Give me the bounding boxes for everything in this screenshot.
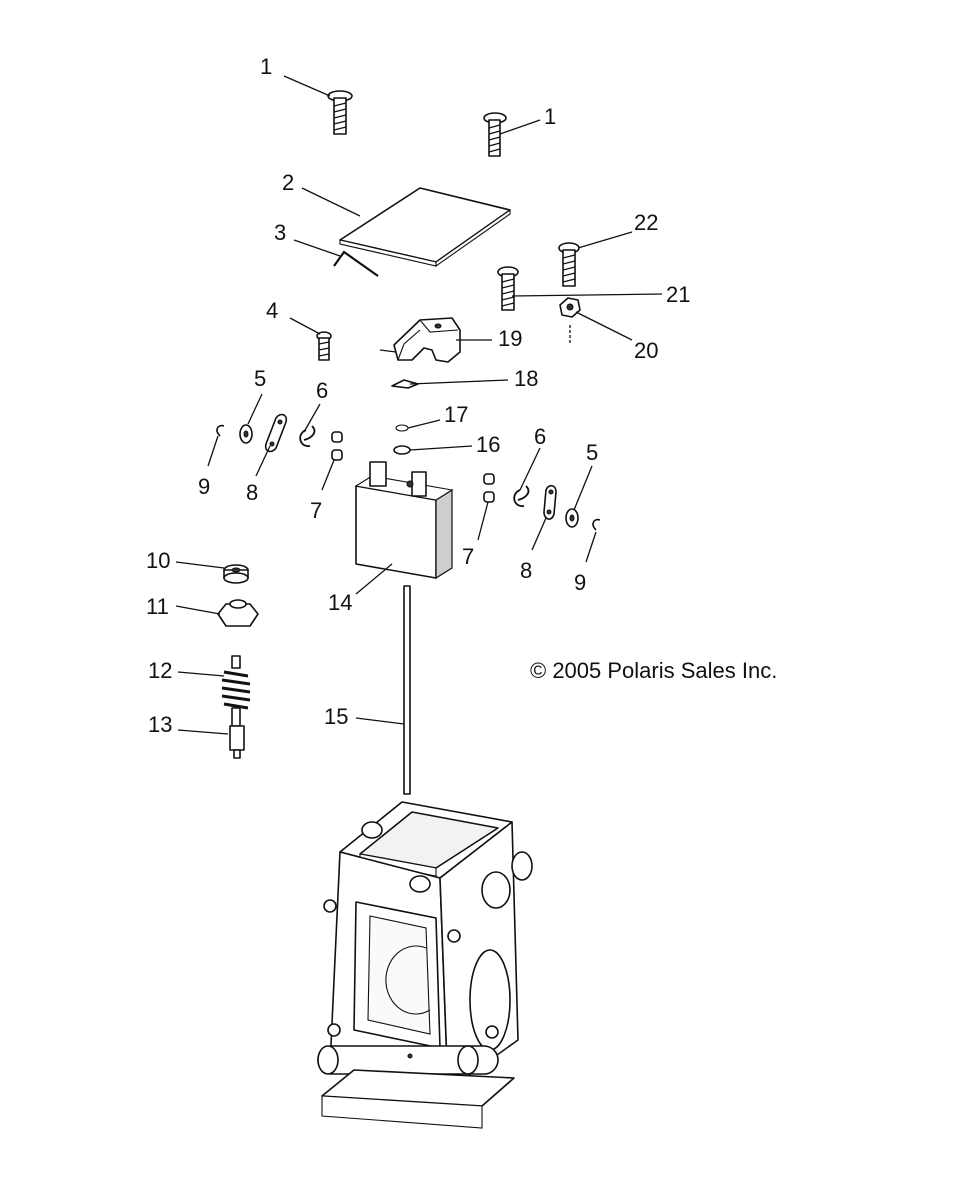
part-link-8-right	[543, 484, 557, 520]
callout-19: 19	[498, 326, 522, 351]
callout-13: 13	[148, 712, 172, 737]
part-plunger-13	[229, 725, 245, 759]
part-eclip-9-right	[592, 518, 601, 531]
callout-8-left: 8	[246, 480, 258, 505]
callout-7-right: 7	[462, 544, 474, 569]
part-screw-1a	[327, 90, 353, 135]
part-screw-22	[558, 242, 580, 287]
copyright-notice: © 2005 Polaris Sales Inc.	[530, 658, 777, 683]
part-cap-nut-11	[217, 599, 259, 627]
callout-12: 12	[148, 658, 172, 683]
callout-14: 14	[328, 590, 352, 615]
callout-9-right: 9	[574, 570, 586, 595]
part-spring-clip-6-left	[299, 425, 316, 447]
part-bushing-7-left	[331, 431, 343, 461]
callout-11: 11	[146, 594, 169, 619]
part-spring-12	[221, 655, 251, 727]
part-screw-21	[497, 266, 519, 311]
leader-lines	[175, 75, 663, 735]
callout-4: 4	[266, 298, 278, 323]
part-washer-5-left	[239, 424, 253, 444]
callout-6-left: 6	[316, 378, 328, 403]
callout-6-right: 6	[534, 424, 546, 449]
callout-5-left: 5	[254, 366, 266, 391]
callout-18: 18	[514, 366, 538, 391]
part-lever-bracket-19	[379, 317, 461, 363]
part-throttle-slide-14	[354, 461, 454, 580]
part-oring-17	[395, 424, 409, 432]
callout-16: 16	[476, 432, 500, 457]
part-carburetor-body	[317, 801, 533, 1129]
callout-20: 20	[634, 338, 658, 363]
callout-2: 2	[282, 170, 294, 195]
part-screw-1b	[483, 112, 507, 157]
part-washer-5-right	[565, 508, 579, 528]
callout-7-left: 7	[310, 498, 322, 523]
part-cover-plate-2	[339, 187, 511, 268]
part-washer-16	[393, 445, 411, 455]
callout-15: 15	[324, 704, 348, 729]
callouts: 1 1 2 3 4 5 6 7 8 9 10 11 12 13 14 15 16…	[146, 54, 690, 737]
callout-1a: 1	[260, 54, 272, 79]
callout-9-left: 9	[198, 474, 210, 499]
part-collar-10	[223, 564, 249, 584]
part-spring-clip-6-right	[513, 485, 530, 507]
callout-17: 17	[444, 402, 468, 427]
part-gasket-3	[333, 250, 379, 277]
part-rod-15	[403, 585, 411, 795]
callout-22: 22	[634, 210, 658, 235]
callout-3: 3	[274, 220, 286, 245]
callout-8-right: 8	[520, 558, 532, 583]
part-eclip-9-left	[216, 424, 225, 437]
callout-5-right: 5	[586, 440, 598, 465]
callout-10: 10	[146, 548, 170, 573]
callout-1b: 1	[544, 104, 556, 129]
part-screw-4	[316, 331, 332, 361]
callout-21: 21	[666, 282, 690, 307]
part-bushing-7-right	[483, 473, 495, 503]
part-nut-20	[559, 297, 581, 345]
part-link-8-left	[264, 413, 288, 453]
